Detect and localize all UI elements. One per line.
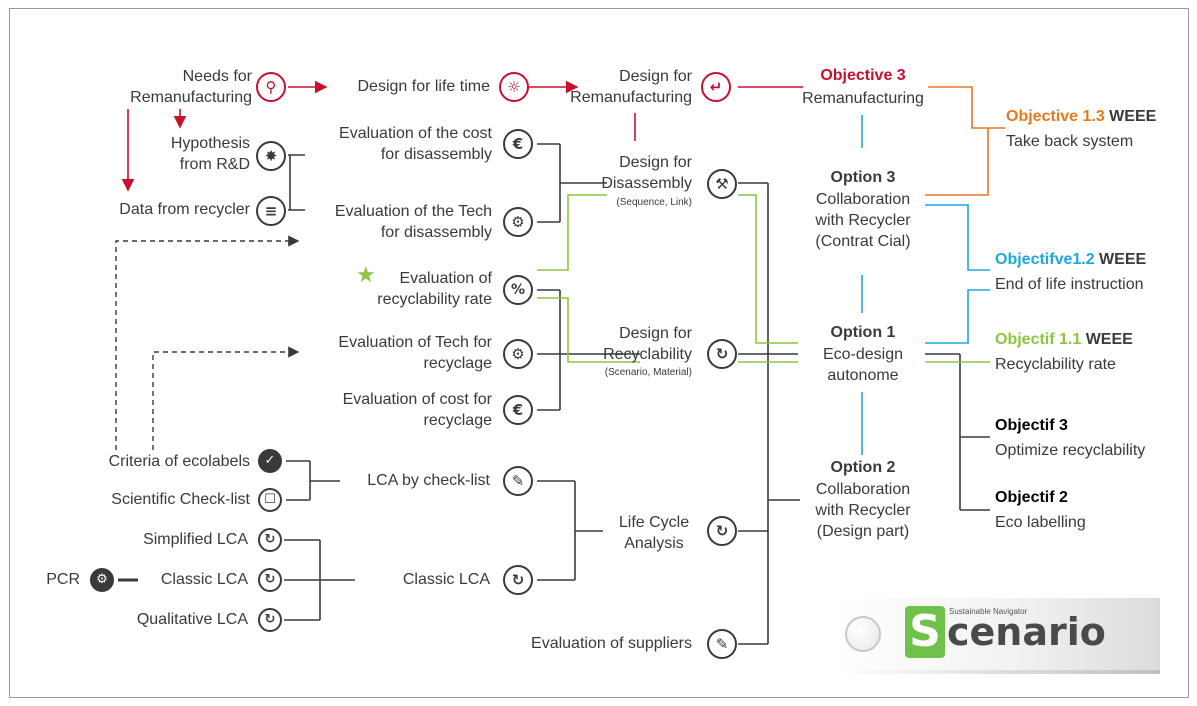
star-icon: ★ [356, 263, 376, 288]
objective-2-text: Eco labelling [995, 514, 1086, 531]
logo-word: cenario [947, 610, 1106, 654]
eval-cost-recyclage-label: Evaluation of cost for recyclage [342, 391, 492, 429]
recycle-icon: ↻ [707, 339, 737, 369]
lightbulb-icon: ☼ [499, 72, 529, 102]
design-life-time-label: Design for life time [357, 78, 491, 95]
data-recycler-label: Data from recycler [119, 201, 250, 218]
euro-icon: € [503, 129, 533, 159]
option1-title: Option 1 [830, 324, 896, 341]
cycle-icon: ↻ [258, 568, 282, 592]
gears-icon: ⚙ [503, 207, 533, 237]
design-remanufacturing-label: Design for Remanufacturing [570, 68, 692, 106]
pill-icon: ✸ [256, 141, 286, 171]
objective-2: Objectif 2 [995, 489, 1068, 506]
euro-icon: € [503, 395, 533, 425]
search-icon: ⚲ [256, 72, 286, 102]
needs-remanufacturing-label: Needs for Remanufacturing [130, 68, 252, 106]
checklist-icon: ☐ [258, 488, 282, 512]
objective-1-3: Objective 1.3 WEEE [1006, 108, 1157, 125]
scenario-logo: S Sustainable Navigator cenario [835, 598, 1160, 674]
design-recyclability-sub: (Scenario, Material) [604, 367, 692, 378]
classic-lca-mid-label: Classic LCA [402, 571, 490, 588]
objective-1-1: Objectif 1.1 WEEE [995, 331, 1133, 348]
gears-icon: ⚙ [503, 339, 533, 369]
percent-icon: % [503, 275, 533, 305]
clipboard-icon: ✎ [707, 629, 737, 659]
design-disassembly-sub: (Sequence, Link) [616, 197, 692, 208]
scientific-checklist-label: Scientific Check-list [111, 491, 250, 508]
cycle-icon: ↻ [503, 565, 533, 595]
logo-circle [845, 616, 881, 652]
simplified-lca-label: Simplified LCA [143, 531, 248, 548]
objective-3-text: Optimize recyclability [995, 442, 1146, 459]
objective3-text: Remanufacturing [802, 90, 924, 107]
cycle-icon: ↻ [258, 528, 282, 552]
option1-text: Eco-design autonome [822, 346, 904, 384]
eval-suppliers-label: Evaluation of suppliers [531, 635, 692, 652]
qualitative-lca-label: Qualitative LCA [136, 611, 248, 628]
objective-1-2: Objectifve1.2 WEEE [995, 251, 1147, 268]
objective3-title: Objective 3 [820, 67, 906, 84]
logo-letter: S [905, 606, 945, 658]
eval-cost-disassembly-label: Evaluation of the cost for disassembly [339, 125, 492, 163]
cycle-icon: ↻ [707, 516, 737, 546]
classic-lca-left-label: Classic LCA [160, 571, 248, 588]
eval-recyclability-label: Evaluation of recyclability rate [377, 270, 492, 308]
objective-1-3-text: Take back system [1006, 133, 1134, 150]
document-gear-icon: ⚙ [90, 568, 114, 592]
objective-1-2-text: End of life instruction [995, 276, 1144, 293]
design-recyclability-label: Design for Recyclability [603, 325, 692, 363]
option3-text: Collaboration with Recycler (Contrat Cia… [815, 191, 911, 250]
option2-title: Option 2 [830, 459, 896, 476]
hypothesis-label: Hypothesis from R&D [170, 135, 250, 173]
logo-tagline: Sustainable Navigator [949, 607, 1028, 616]
objective-1-1-text: Recyclability rate [995, 356, 1116, 373]
pcr-label: PCR [46, 571, 80, 588]
logo-shadow [835, 670, 1160, 674]
lca-checklist-label: LCA by check-list [367, 472, 490, 489]
clipboard-icon: ✎ [503, 466, 533, 496]
tools-icon: ⚒ [707, 169, 737, 199]
eval-tech-recyclage-label: Evaluation of Tech for recyclage [338, 334, 492, 372]
option2-text: Collaboration with Recycler (Design part… [815, 481, 911, 540]
eval-tech-disassembly-label: Evaluation of the Tech for disassembly [334, 203, 492, 241]
lca-label: Life Cycle Analysis [618, 514, 690, 552]
document-lines-icon: ≡ [256, 196, 286, 226]
return-arrow-icon: ↵ [701, 72, 731, 102]
design-disassembly-label: Design for Disassembly [601, 154, 692, 192]
diagram-frame [9, 8, 1189, 698]
document-check-icon: ✓ [258, 449, 282, 473]
criteria-ecolabels-label: Criteria of ecolabels [108, 453, 250, 470]
cycle-icon: ↻ [258, 608, 282, 632]
option3-title: Option 3 [830, 169, 896, 186]
objective-3: Objectif 3 [995, 417, 1068, 434]
